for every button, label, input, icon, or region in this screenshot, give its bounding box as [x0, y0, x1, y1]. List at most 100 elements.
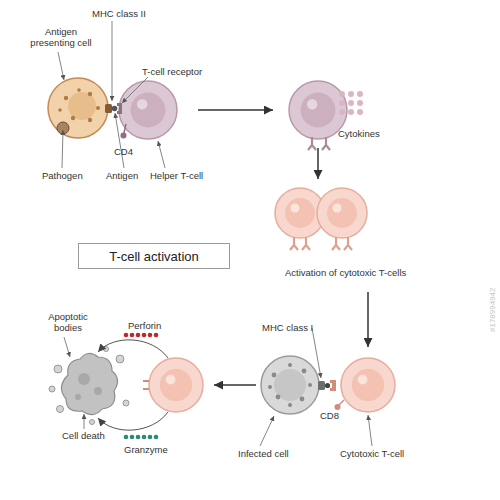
cell-part [49, 386, 55, 392]
cell-part [352, 369, 384, 401]
perforin-dot [124, 333, 159, 338]
cell-part [131, 93, 166, 128]
cytokine-dot [357, 91, 363, 97]
cell-part [149, 358, 203, 412]
cytokine-dot [348, 91, 354, 97]
cell-part [300, 397, 305, 402]
infected-cell: Infected cell [260, 355, 320, 415]
cell-death-scene: Apoptotic bodiesCell death [48, 345, 208, 425]
cell-shape [48, 345, 208, 425]
cell-part [307, 99, 317, 109]
cell-label: Antigen presenting cell [22, 26, 100, 49]
part-label: Antigen [106, 170, 138, 181]
cell-part [276, 395, 281, 400]
cytokine-dot [348, 100, 354, 106]
cell-part [268, 385, 272, 389]
cell-part [285, 198, 315, 228]
cell-part [96, 106, 100, 110]
granzyme-dot [124, 435, 129, 440]
cytokine-dot [357, 109, 363, 115]
granzyme-dot [124, 435, 159, 440]
cell-label: Infected cell [238, 448, 289, 459]
leader-line [64, 337, 70, 357]
cell-part [143, 381, 149, 389]
part-label: MHC class II [92, 8, 146, 19]
cell-part [327, 198, 357, 228]
part-label: CD4 [114, 146, 133, 157]
cell-part [261, 356, 319, 414]
cell-part [288, 403, 292, 407]
cell-part [317, 188, 367, 238]
cell-shape [340, 357, 396, 413]
granzyme-dot [148, 435, 153, 440]
cell-part [123, 400, 129, 406]
antigen-presenting-cell: Antigen presenting cell [46, 76, 110, 140]
cell-part [90, 420, 95, 425]
cell-part [288, 363, 292, 367]
cell-label: Apoptotic bodies [42, 311, 94, 334]
perforin-dot [136, 333, 141, 338]
watermark-text: #178994942 [488, 288, 498, 333]
title-text: T-cell activation [109, 250, 199, 263]
cell-part [94, 387, 102, 395]
cell-part [58, 108, 62, 112]
cell-label: Helper T-cell [150, 170, 203, 181]
cell-part [78, 373, 90, 385]
flow-arrow [214, 384, 256, 386]
leader-line [62, 130, 63, 168]
part-label: T-cell receptor [142, 66, 202, 77]
cell-label: Cell death [62, 430, 105, 441]
cell-part [54, 365, 62, 373]
cd8-marker [339, 400, 344, 405]
cd8-marker [335, 405, 340, 410]
part-label: Granzyme [124, 444, 168, 455]
cell-part [344, 237, 352, 250]
cell-shape [260, 355, 320, 415]
leader-line [260, 416, 274, 446]
leader-line [112, 21, 113, 101]
cell-part [64, 96, 68, 100]
cell-part [116, 355, 124, 363]
leader-line [58, 52, 64, 80]
granzyme-dot [154, 435, 159, 440]
cell-part [333, 204, 342, 213]
perforin-dot [130, 333, 135, 338]
perforin-dot [154, 333, 159, 338]
mhc-class-i [318, 380, 336, 391]
part-label: Perforin [128, 320, 161, 331]
title-box: T-cell activation [78, 243, 230, 269]
cytokine-dot [348, 109, 354, 115]
perforin-dot [142, 333, 147, 338]
cd8-marker [335, 400, 344, 409]
cell-part [302, 237, 310, 250]
cell-part [88, 118, 92, 122]
cell-part [290, 237, 298, 250]
cell-part [119, 81, 177, 139]
flow-arrow [317, 148, 319, 179]
cell-part [302, 369, 307, 374]
cd4-marker [121, 133, 126, 138]
cell-part [291, 204, 300, 213]
cell-part [137, 99, 147, 109]
cell-label: Activation of cytotoxic T-cells [285, 267, 406, 278]
granzyme-dot [142, 435, 147, 440]
mhc-class-i [330, 380, 336, 391]
helper-t-cell: Helper T-cell [118, 80, 178, 140]
cell-part [77, 88, 81, 92]
cell-shape [46, 76, 110, 140]
perforin-dot [124, 333, 129, 338]
cell-part [358, 375, 368, 385]
cell-part [48, 78, 108, 138]
cytokine-dot [357, 100, 363, 106]
cell-part [272, 373, 277, 378]
cell-part [104, 347, 109, 352]
cell-part [88, 92, 92, 96]
cell-part [160, 369, 192, 401]
cell-part [322, 137, 330, 150]
cell-part [68, 92, 96, 120]
leader-line [158, 141, 165, 168]
cell-label: Cytotoxic T-cell [340, 448, 404, 459]
activated-helper-cell: Cytokines [288, 80, 348, 140]
cell-part [341, 358, 395, 412]
